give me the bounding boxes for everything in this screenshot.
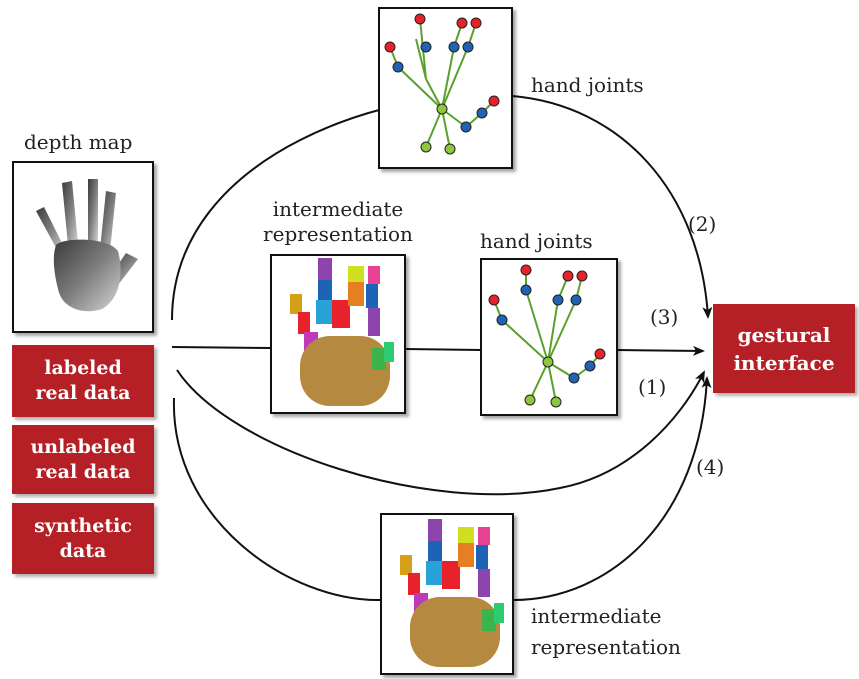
data-box-synthetic[interactable]: synthetic data [12,503,154,574]
data-box-synthetic-line2: data [59,539,107,562]
hand-joints-icon [384,13,500,155]
data-box-labeled[interactable]: labeled real data [12,345,154,417]
path-label-3: (3) [650,305,679,329]
hand-joints-mid-panel [480,258,618,416]
depth-map-label: depth map [24,130,133,154]
path-label-2: (2) [688,212,717,236]
intermediate-bottom-label-1: intermediate [531,604,662,628]
intermediate-mid-label-2: representation [263,222,413,246]
gestural-interface-box[interactable]: gestural interface [713,304,855,393]
intermediate-mid-panel [270,254,406,414]
arc-path-1 [176,369,705,496]
intermediate-bottom-label-2: representation [531,635,681,659]
depth-map-icon [36,179,138,312]
hand-joints-top-panel [378,7,513,169]
gestural-interface-line1: gestural [737,322,831,347]
intermediate-bottom-panel [380,513,514,675]
data-box-unlabeled-line2: real data [35,460,131,483]
segmented-hand-icon-bottom [400,519,504,667]
data-box-labeled-line1: labeled [44,357,122,379]
data-box-unlabeled-line1: unlabeled [30,435,136,458]
hand-joints-top-label: hand joints [531,73,644,97]
data-box-synthetic-line1: synthetic [34,514,132,537]
arc-path-4 [172,378,707,602]
path-label-1: (1) [638,375,667,399]
path-label-4: (4) [696,455,725,479]
gestural-interface-line2: interface [733,350,835,375]
line-path-3-a [171,346,272,349]
line-path-3-c [616,345,705,356]
data-box-unlabeled[interactable]: unlabeled real data [12,425,154,494]
hand-joints-icon-mid [488,264,606,408]
segmented-hand-icon [290,258,394,406]
data-box-labeled-line2: real data [35,382,131,404]
line-path-3-b [404,348,482,351]
depth-map-panel [12,161,154,333]
hand-joints-mid-label: hand joints [480,229,593,253]
intermediate-mid-label-1: intermediate [272,197,404,221]
